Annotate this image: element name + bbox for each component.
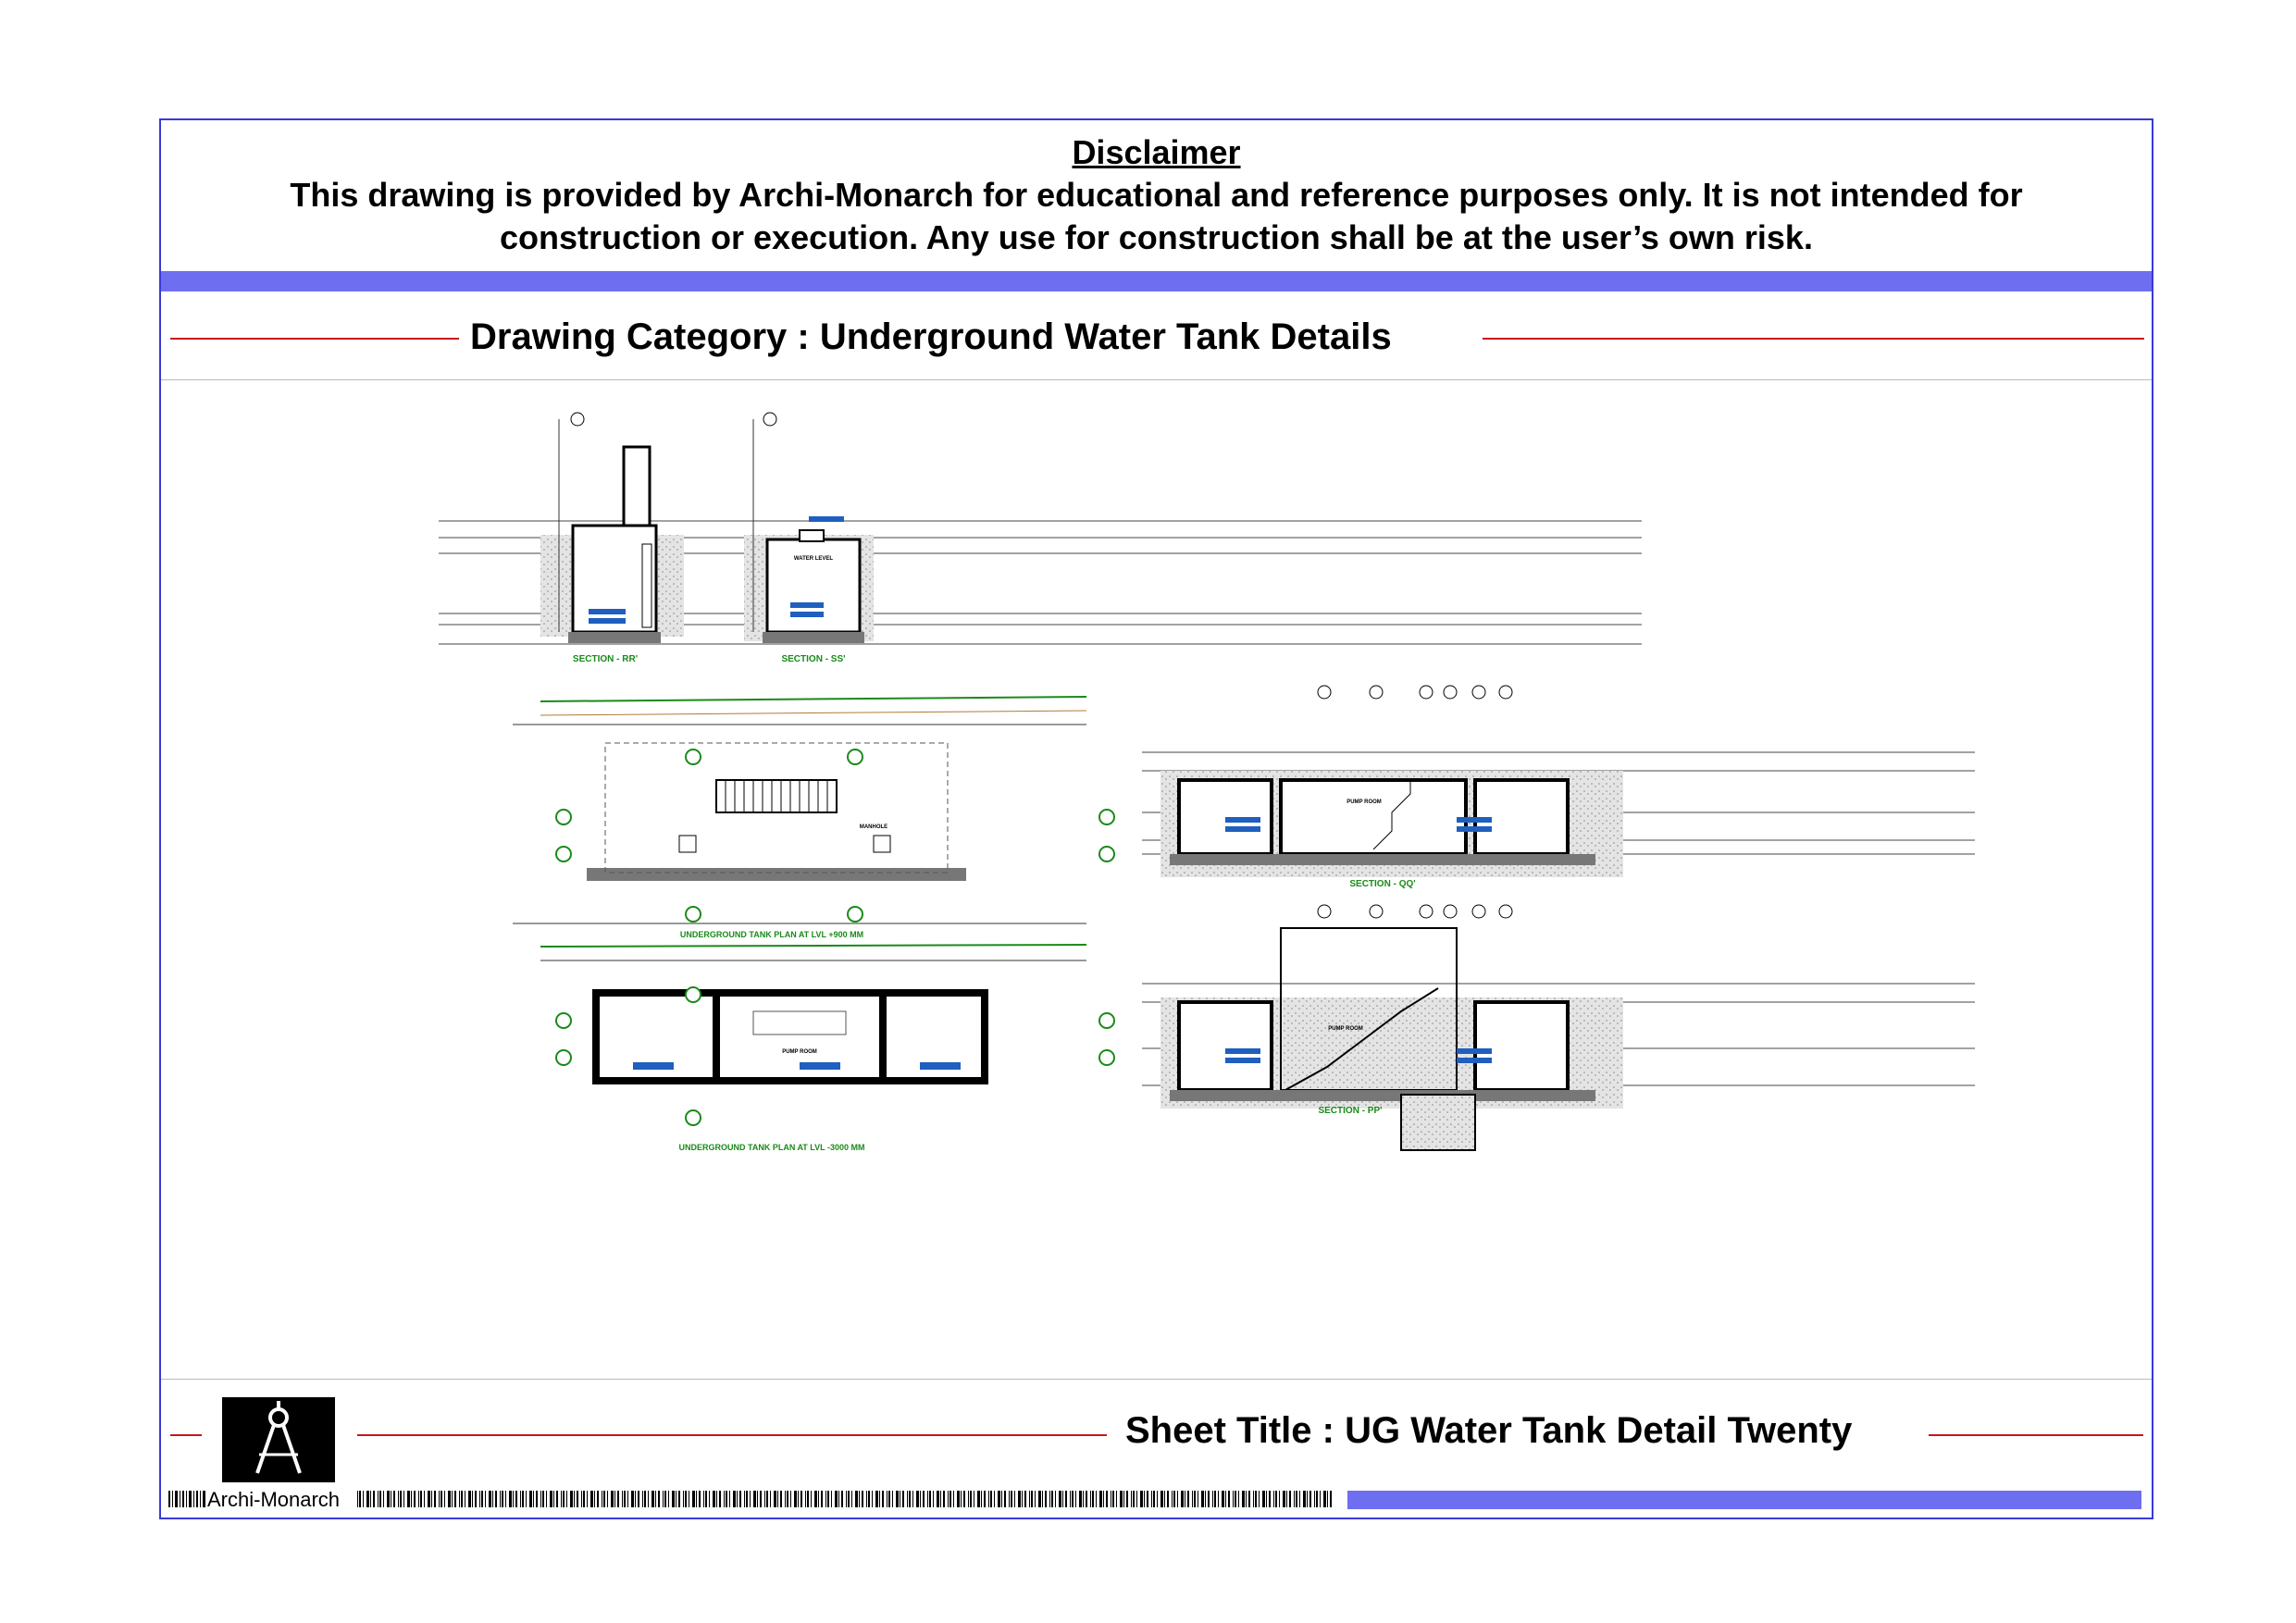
category-row: Drawing Category : Underground Water Tan… [161,305,2152,372]
pp-pump-room-label: PUMP ROOM [1328,1026,1363,1032]
plan-lower-label: UNDERGROUND TANK PLAN AT LVL -3000 MM [678,1143,864,1152]
plan-upper-label: UNDERGROUND TANK PLAN AT LVL +900 MM [680,930,863,939]
category-rule-right [1483,338,2144,340]
section-rr-drawing: SECTION - RR' [439,412,1642,664]
archi-monarch-logo [222,1397,335,1482]
footer-rule-left [170,1434,202,1436]
plan-lower-drawing: PUMP ROOM UNDERGROUND TANK PLAN AT LVL -… [513,923,1115,1152]
footer: Archi-Monarch Sheet Title : UG Water Tan… [161,1382,2152,1521]
section-ss-drawing: WATER LEVEL SECTION - SS' [744,412,874,664]
plan-lower-pump-room-label: PUMP ROOM [782,1049,817,1055]
ss-water-level-label: WATER LEVEL [794,556,834,562]
plan-upper-manhole-label: MANHOLE [860,824,887,830]
section-pp-label: SECTION - PP' [1318,1106,1382,1116]
disclaimer-block: Disclaimer This drawing is provided by A… [161,120,2152,273]
drawing-area: SECTION - RR' WATER LEVEL SECTION - SS' [161,382,2152,1372]
section-rr-label: SECTION - RR' [573,654,638,664]
sheet-title: Sheet Title : UG Water Tank Detail Twent… [1125,1410,1853,1451]
section-ss-label: SECTION - SS' [781,654,845,664]
section-pp-drawing: PUMP ROOM SECTION - PP' [1142,904,1975,1151]
section-qq-label: SECTION - QQ' [1349,879,1415,889]
logo-text: Archi-Monarch [207,1488,341,1511]
drawing-sheet: Disclaimer This drawing is provided by A… [159,118,2153,1519]
footer-rule-right [1929,1434,2143,1436]
header-blue-band [161,271,2152,291]
category-rule-left [170,338,459,340]
compass-icon [255,1401,302,1474]
qq-pump-room-label: PUMP ROOM [1347,799,1382,805]
barcode-stripes [357,1491,1332,1507]
footer-separator [161,1379,2152,1380]
barcode-left [168,1491,205,1507]
category-separator [161,379,2152,380]
cad-drawings: SECTION - RR' WATER LEVEL SECTION - SS' [439,412,1975,1152]
drawing-category-title: Drawing Category : Underground Water Tan… [470,316,1392,357]
section-qq-drawing: PUMP ROOM SECTION - QQ' [1142,685,1975,889]
disclaimer-text: This drawing is provided by Archi-Monarc… [290,176,2023,256]
barcode-right [357,1491,1338,1507]
footer-blue-bar [1347,1491,2141,1509]
footer-rule-middle [357,1434,1107,1436]
plan-upper-drawing: MANHOLE UNDERGROUND TANK PLAN AT LVL +90… [513,696,1115,961]
disclaimer-heading: Disclaimer [1072,133,1241,171]
